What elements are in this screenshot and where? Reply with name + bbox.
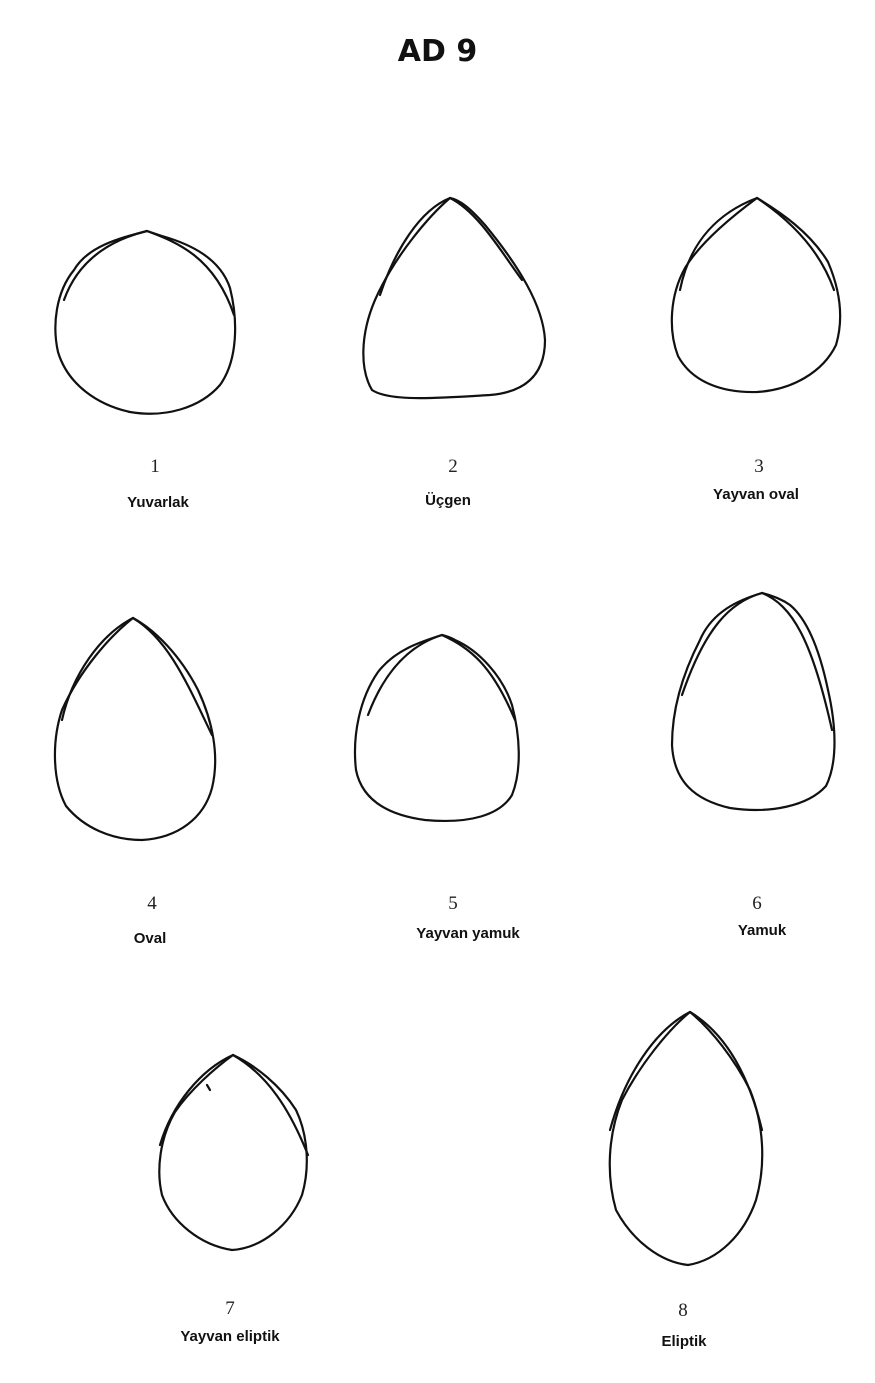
shape-label-2: Üçgen [338, 492, 558, 509]
shape-label-1: Yuvarlak [48, 494, 268, 511]
shape-number-4: 4 [52, 893, 252, 915]
shape-label-3: Yayvan oval [646, 486, 866, 503]
shape-number-7: 7 [130, 1298, 330, 1320]
shape-number-5: 5 [353, 893, 553, 915]
shape-label-4: Oval [40, 930, 260, 947]
shape-label-7: Yayvan eliptik [120, 1328, 340, 1345]
shape-number-8: 8 [583, 1300, 783, 1322]
shape-number-2: 2 [353, 456, 553, 478]
shape-number-6: 6 [657, 893, 857, 915]
shape-number-1: 1 [55, 456, 255, 478]
shape-label-8: Eliptik [574, 1333, 794, 1350]
shape-label-6: Yamuk [652, 922, 872, 939]
shape-number-3: 3 [659, 456, 859, 478]
shape-label-5: Yayvan yamuk [358, 925, 578, 942]
